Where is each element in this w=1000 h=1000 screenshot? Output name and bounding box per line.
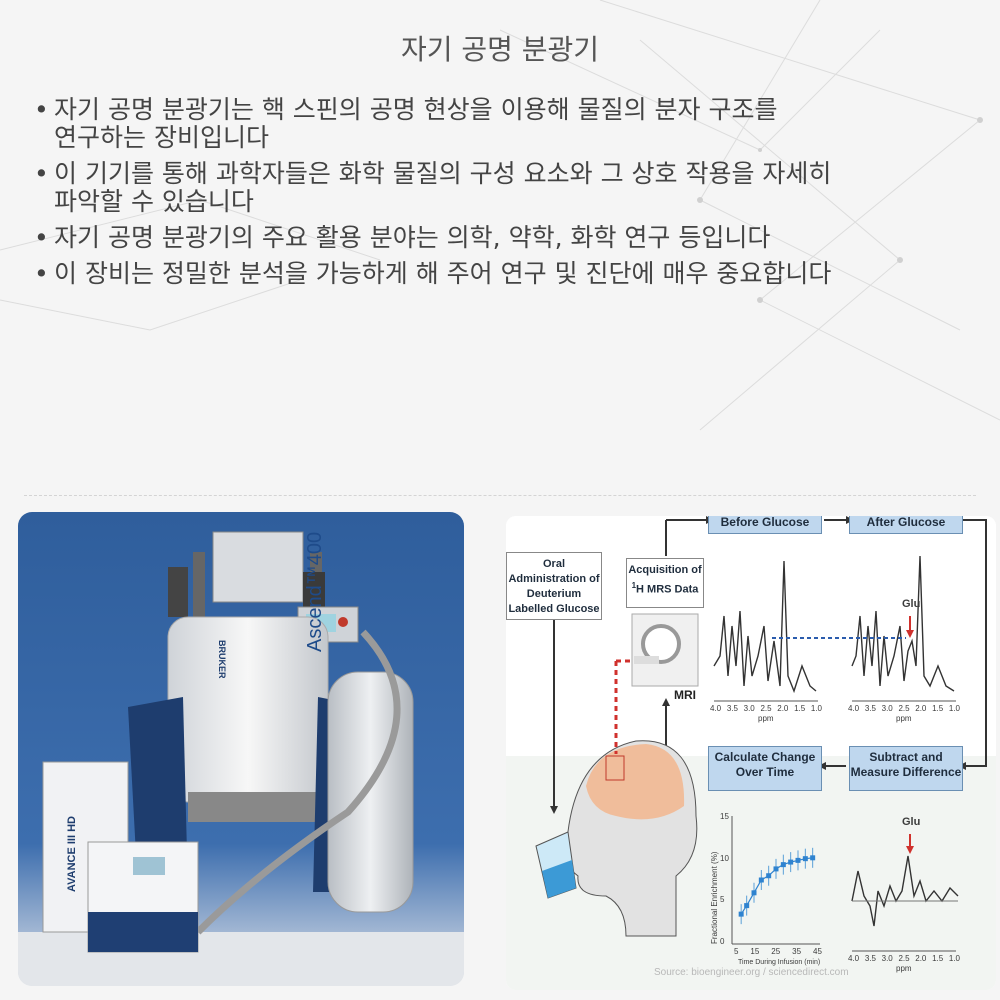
mri-label: MRI — [674, 688, 696, 702]
bullet-text-line: 자기 공명 분광기는 핵 스핀의 공명 현상을 이용해 물질의 분자 구조를 — [54, 95, 778, 124]
bullet-item: • 이 장비는 정밀한 분석을 가능하게 해 주어 연구 및 진단에 매우 중요… — [34, 260, 974, 288]
acquisition-line2: 1H MRS Data — [627, 578, 703, 598]
ppm-tick: 3.5 — [864, 954, 876, 963]
bullet-dot: • — [34, 159, 49, 188]
ppm-tick: 1.0 — [810, 704, 822, 713]
ppm-tick: 2.0 — [915, 704, 927, 713]
graph-xlabel: Time During Infusion (min) — [738, 959, 821, 966]
data-point — [773, 866, 779, 872]
data-point — [751, 890, 757, 896]
ppm-tick: 4.0 — [710, 704, 722, 713]
ppm-tick: 1.0 — [948, 954, 960, 963]
data-point — [780, 862, 786, 868]
bullet-dot: • — [34, 259, 49, 288]
acquisition-superscript: 1 — [631, 581, 637, 590]
page-title: 자기 공명 분광기 — [400, 33, 600, 66]
bullet-item: • 자기 공명 분광기는 핵 스핀의 공명 현상을 이용해 물질의 분자 구조를… — [34, 96, 974, 152]
ppm-tick: 4.0 — [848, 704, 860, 713]
subtract-measure-box: Subtract and Measure Difference — [849, 746, 963, 791]
data-point — [758, 877, 764, 883]
console-label: AVANCE III HD — [66, 816, 78, 892]
ppm-tick: 2.0 — [777, 704, 789, 713]
bullet-dot: • — [34, 95, 49, 124]
data-point — [795, 857, 801, 863]
oral-administration-box: Oral Administration of Deuterium Labelle… — [506, 552, 602, 620]
acquisition-line2-text: H MRS Data — [636, 583, 699, 596]
model-label: Ascend™400 — [304, 531, 326, 652]
graph-xtick: 45 — [813, 947, 822, 956]
data-point — [788, 859, 794, 865]
enrichment-scatter — [738, 847, 816, 925]
bullet-text-line: 자기 공명 분광기의 주요 활용 분야는 의학, 약학, 화학 연구 등입니다 — [54, 223, 771, 252]
ppm-tick: 3.5 — [726, 704, 738, 713]
graph-ytick: 0 — [720, 936, 725, 946]
graph-xtick: 25 — [771, 947, 781, 956]
ppm-tick: 2.5 — [898, 954, 910, 963]
ppm-tick: 3.5 — [864, 704, 876, 713]
ppm-tick: 2.5 — [760, 704, 772, 713]
bullet-item: • 이 기기를 통해 과학자들은 화학 물질의 구성 요소와 그 상호 작용을 … — [34, 160, 974, 216]
brand-label: BRUKER — [217, 640, 227, 679]
nmr-spectrometer-photo: BRUKER Ascend™400 AVANCE III HD — [18, 512, 464, 986]
acquisition-line1: Acquisition of — [628, 564, 702, 576]
graph-ytick: 5 — [720, 895, 725, 905]
ppm-tick: 1.5 — [932, 954, 944, 963]
graph-xtick: 15 — [750, 947, 760, 956]
bullet-item: • 자기 공명 분광기의 주요 활용 분야는 의학, 약학, 화학 연구 등입니… — [34, 224, 974, 252]
ppm-tick: 1.0 — [948, 704, 960, 713]
ppm-ticks-after: 4.0 3.5 3.0 2.5 2.0 1.5 1.0 — [848, 704, 960, 713]
ppm-tick: 3.0 — [881, 954, 893, 963]
glu-label-top: Glu — [902, 598, 921, 610]
before-glucose-box: Before Glucose — [708, 516, 822, 534]
glu-label-bottom: Glu — [902, 816, 921, 828]
ppm-tick: 2.5 — [898, 704, 910, 713]
bullet-text-line: 파악할 수 있습니다 — [54, 187, 254, 216]
ppm-tick: 2.0 — [915, 954, 927, 963]
graph-ytick: 10 — [720, 853, 729, 863]
graph-xtick: 5 — [734, 947, 739, 956]
bullet-list: • 자기 공명 분광기는 핵 스핀의 공명 현상을 이용해 물질의 분자 구조를… — [34, 96, 974, 296]
data-point — [810, 855, 816, 861]
graph-ytick: 15 — [720, 812, 729, 821]
after-glucose-box: After Glucose — [849, 516, 963, 534]
data-point — [744, 903, 750, 909]
mrs-process-diagram: Before Glucose After Glucose Oral Admini… — [506, 516, 996, 990]
acquisition-box: Acquisition of 1H MRS Data — [626, 558, 704, 608]
spectrometer-illustration — [18, 512, 464, 986]
graph-xtick: 35 — [792, 947, 802, 956]
bullet-text-line: 연구하는 장비입니다 — [54, 123, 269, 152]
ppm-tick: 1.5 — [932, 704, 944, 713]
graph-xticks: 5 15 25 35 45 — [734, 947, 822, 956]
graph-yticks: 0 5 10 15 — [720, 812, 729, 946]
data-point — [766, 873, 772, 879]
source-credit: Source: bioengineer.org / sciencedirect.… — [654, 967, 849, 978]
ppm-tick: 1.5 — [794, 704, 806, 713]
calculate-change-box: Calculate Change Over Time — [708, 746, 822, 791]
background-network-pattern — [0, 0, 1000, 431]
graph-ylabel: Fractional Enrichment (%) — [710, 851, 719, 944]
ppm-label: ppm — [896, 714, 912, 723]
section-divider — [24, 495, 976, 496]
data-point — [802, 856, 808, 862]
bullet-dot: • — [34, 223, 49, 252]
ppm-label: ppm — [896, 964, 912, 973]
ppm-ticks-subtract: 4.0 3.5 3.0 2.5 2.0 1.5 1.0 — [848, 954, 960, 963]
ppm-label: ppm — [758, 714, 774, 723]
ppm-ticks-before: 4.0 3.5 3.0 2.5 2.0 1.5 1.0 — [710, 704, 822, 713]
ppm-tick: 3.0 — [881, 704, 893, 713]
bullet-text-line: 이 기기를 통해 과학자들은 화학 물질의 구성 요소와 그 상호 작용을 자세… — [54, 159, 832, 188]
ppm-tick: 3.0 — [743, 704, 755, 713]
ppm-tick: 4.0 — [848, 954, 860, 963]
bullet-text-line: 이 장비는 정밀한 분석을 가능하게 해 주어 연구 및 진단에 매우 중요합니… — [54, 259, 832, 288]
data-point — [738, 911, 744, 917]
